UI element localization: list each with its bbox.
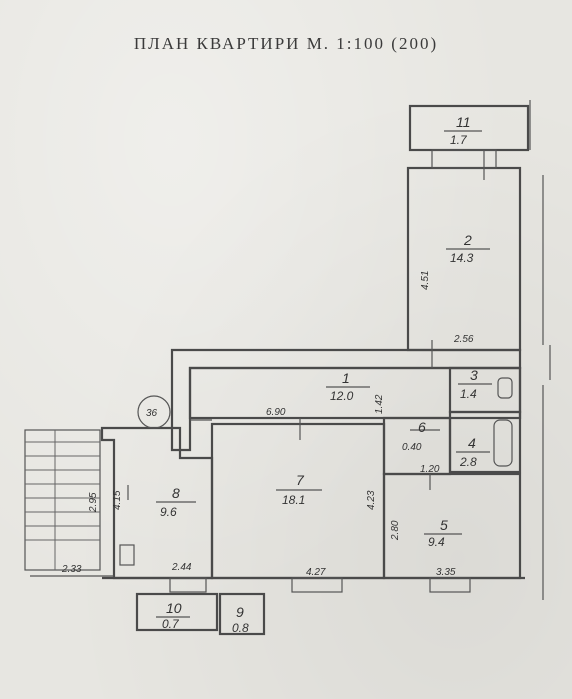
dimension-label: 2.33 [61, 564, 82, 575]
window [291, 577, 343, 593]
door-marks [127, 150, 485, 500]
dimension-label: 1.20 [420, 464, 440, 475]
window [169, 577, 207, 593]
stove-icon [119, 544, 135, 566]
dimension-label: 2.56 [453, 334, 474, 345]
dimension-label: 4.51 [420, 271, 431, 290]
bathtub-icon [493, 419, 513, 467]
room-area: 18.1 [282, 493, 305, 507]
room-area: 0.7 [162, 617, 180, 631]
room-area: 14.3 [450, 251, 474, 265]
dimension-label: 3.35 [436, 567, 456, 578]
room-number: 7 [296, 472, 305, 488]
room-5 [382, 472, 522, 580]
toilet-icon [497, 377, 513, 399]
room-area: 9.6 [160, 505, 177, 519]
room-area: 2.8 [459, 455, 477, 469]
dimension-label: 2.80 [390, 520, 401, 541]
dimension-label: 4.27 [306, 567, 326, 578]
room-area: 9.4 [428, 535, 445, 549]
room-number: 9 [236, 604, 244, 620]
room-number: 6 [418, 419, 426, 435]
window [431, 149, 497, 169]
staircase [24, 429, 101, 571]
room-area: 0.40 [402, 442, 422, 453]
room-number: 3 [470, 367, 478, 383]
room-9-balcony [218, 592, 266, 636]
room-area: 1.7 [450, 133, 468, 147]
dimension-label: 2.44 [171, 562, 192, 573]
room-number: 8 [172, 485, 180, 501]
room-number: 2 [463, 232, 472, 248]
dimension-label: 1.42 [374, 394, 385, 414]
room-number: 11 [456, 114, 471, 130]
marker-label: 36 [146, 408, 158, 419]
room-area: 1.4 [460, 387, 477, 401]
window [429, 577, 471, 593]
room-area: 12.0 [330, 389, 354, 403]
room-number: 10 [166, 600, 182, 616]
dimension-label: 4.15 [112, 490, 123, 510]
dimension-label: 2.95 [88, 492, 99, 513]
stair-steps [25, 430, 100, 570]
room-area: 0.8 [232, 621, 249, 635]
plan-title: ПЛАН КВАРТИРИ М. 1:100 (200) [133, 34, 439, 53]
dimension-label: 4.23 [366, 490, 377, 510]
dimension-label: 6.90 [266, 407, 286, 418]
room-number: 1 [342, 370, 350, 386]
room-10-balcony [135, 592, 219, 632]
room-number: 5 [440, 517, 448, 533]
marker-circle [137, 395, 171, 429]
room-number: 4 [468, 435, 476, 451]
